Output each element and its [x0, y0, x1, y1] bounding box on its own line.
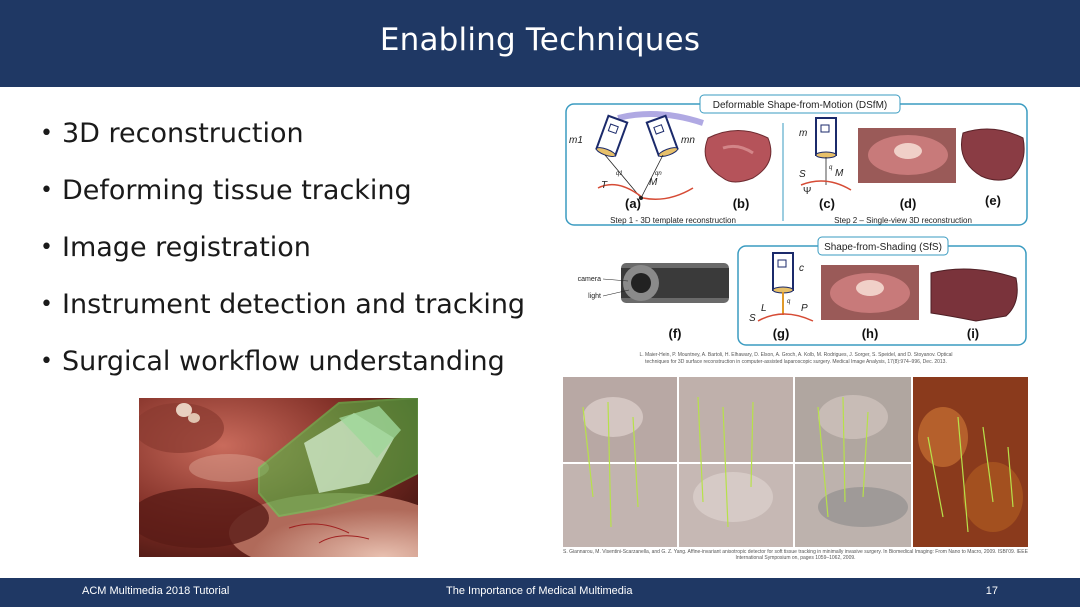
reference-bottom: S. Giannarou, M. Visentini-Scarzanella, …	[563, 549, 1028, 561]
panel-label-b: (b)	[733, 196, 750, 211]
label-M-c: M	[835, 168, 844, 179]
panel-label-a: (a)	[625, 196, 641, 211]
reference-top-line2: techniques for 3D surface reconstruction…	[645, 359, 947, 365]
camera-diagram-g: c L q P S	[749, 252, 814, 324]
camera-diagram-a: m1 mn q1 qn T M	[569, 111, 704, 200]
panel-label-h: (h)	[862, 326, 879, 341]
bullet-dot-icon: •	[40, 349, 53, 374]
label-P: P	[801, 303, 808, 314]
bullet-dot-icon: •	[40, 121, 53, 146]
bullet-item: • Instrument detection and tracking	[40, 289, 525, 346]
label-T: T	[601, 180, 608, 191]
panel-label-f: (f)	[669, 326, 682, 341]
bullet-item: • Image registration	[40, 232, 525, 289]
footer-bar: ACM Multimedia 2018 Tutorial The Importa…	[0, 578, 1080, 607]
reconstruction-i	[930, 268, 1018, 322]
reference-top-line1: L. Maier-Hein, P. Mountney, A. Bartoli, …	[639, 352, 952, 358]
footer-left-text: ACM Multimedia 2018 Tutorial	[82, 585, 230, 597]
page-number: 17	[985, 585, 998, 597]
label-c: c	[799, 263, 804, 274]
bullet-dot-icon: •	[40, 235, 53, 260]
bullet-dot-icon: •	[40, 292, 53, 317]
bullet-text: Deforming tissue tracking	[62, 175, 412, 206]
title-bar: Enabling Techniques	[0, 0, 1080, 87]
sfs-title: Shape-from-Shading (SfS)	[824, 242, 942, 253]
camera-label: camera	[578, 276, 601, 283]
step1-caption: Step 1 - 3D template reconstruction	[610, 216, 736, 225]
panel-label-i: (i)	[967, 326, 979, 341]
step2-caption: Step 2 – Single-view 3D reconstruction	[834, 216, 972, 225]
slide-title: Enabling Techniques	[379, 22, 701, 58]
label-q-c: q	[829, 165, 833, 171]
label-mn: mn	[681, 135, 695, 146]
panel-label-c: (c)	[819, 196, 835, 211]
panel-label-g: (g)	[773, 326, 790, 341]
light-label: light	[588, 293, 601, 300]
label-S-c: S	[799, 169, 806, 180]
label-L: L	[761, 303, 767, 314]
endoscope-photo-f: camera light	[578, 263, 729, 303]
bullet-item: • Surgical workflow understanding	[40, 346, 525, 403]
track-lines	[582, 396, 1014, 533]
label-m1: m1	[569, 135, 583, 146]
bullet-item: • Deforming tissue tracking	[40, 175, 525, 232]
bullet-text: 3D reconstruction	[62, 118, 304, 149]
reconstruction-e	[961, 128, 1025, 181]
dsfm-title: Deformable Shape-from-Motion (DSfM)	[713, 100, 888, 111]
panel-label-d: (d)	[900, 196, 917, 211]
panel-label-e: (e)	[985, 193, 1001, 208]
label-S-g: S	[749, 313, 756, 324]
label-q1: q1	[616, 171, 623, 177]
tissue-tracking-image	[563, 377, 1028, 547]
label-m: m	[799, 128, 807, 139]
instrument-detection-image	[139, 398, 418, 557]
label-q-g: q	[787, 299, 791, 305]
bullet-text: Surgical workflow understanding	[62, 346, 505, 377]
bullet-dot-icon: •	[40, 178, 53, 203]
bullet-list: • 3D reconstruction • Deforming tissue tra…	[40, 118, 525, 403]
tracking-frames	[563, 377, 1028, 547]
bullet-text: Image registration	[62, 232, 311, 263]
label-psi: Ψ	[803, 186, 811, 197]
template-shape-b	[704, 130, 772, 183]
bullet-item: • 3D reconstruction	[40, 118, 525, 175]
bullet-text: Instrument detection and tracking	[62, 289, 526, 320]
footer-center-text: The Importance of Medical Multimedia	[446, 585, 633, 597]
reconstruction-figure: Deformable Shape-from-Motion (DSfM) m1 m…	[565, 94, 1028, 365]
label-qn: qn	[655, 171, 662, 177]
label-M-a: M	[649, 177, 658, 188]
camera-diagram-c: m q S M Ψ	[799, 117, 852, 197]
